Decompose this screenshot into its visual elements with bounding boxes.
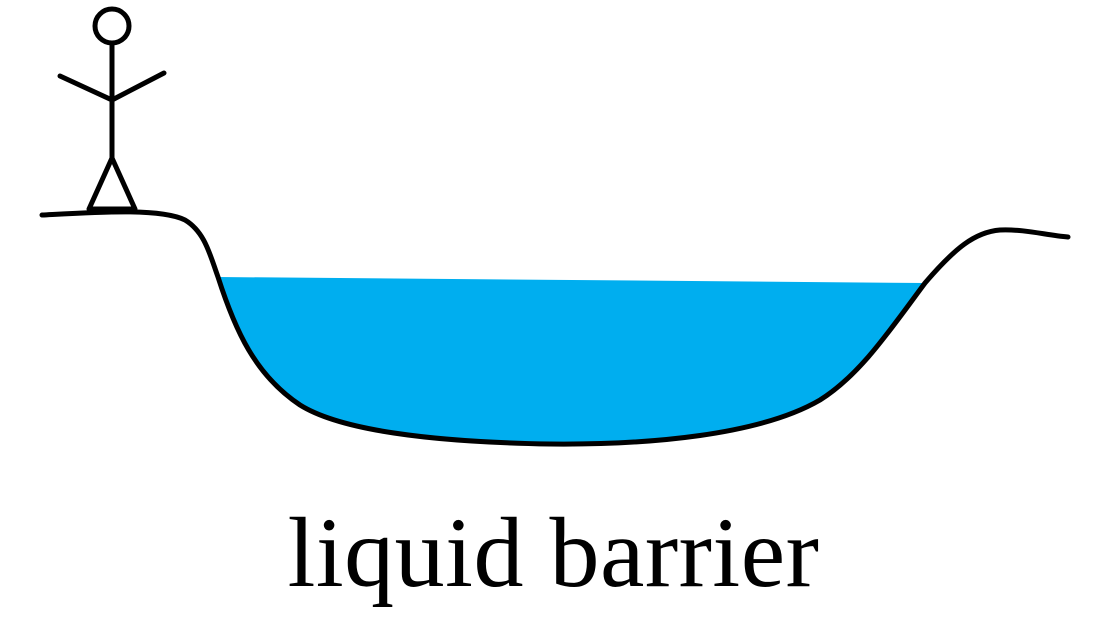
stick-figure	[57, 6, 167, 212]
ground-outline	[39, 209, 1071, 447]
stick-figure-legs	[86, 155, 138, 212]
stick-figure-right-arm	[109, 70, 167, 103]
stick-figure-left-arm	[57, 73, 115, 103]
stick-figure-head	[92, 6, 132, 46]
liquid-fill	[218, 277, 925, 445]
diagram-caption: liquid barrier	[287, 497, 820, 608]
